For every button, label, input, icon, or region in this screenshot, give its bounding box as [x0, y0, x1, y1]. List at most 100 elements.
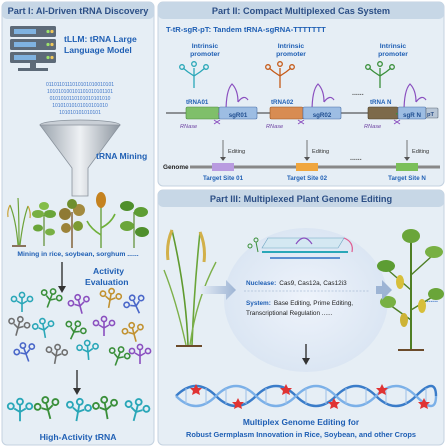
target-site-label: Target Site N — [388, 175, 426, 182]
tllm-label-line1: tLLM: tRNA Large — [64, 34, 137, 44]
trna-cloverleaf-icon — [179, 61, 209, 88]
rnase-scissor-icon — [297, 119, 305, 125]
promoter-labels: Intrinsic promoter Intrinsic promoter In… — [190, 43, 408, 58]
trna-cloverleaf-icon — [99, 287, 123, 309]
part2-panel: Part II: Compact Multiplexed Cas System … — [157, 1, 445, 187]
trna-cloverleaf-icon — [45, 343, 69, 365]
unit-ellipsis: ...... — [352, 90, 364, 97]
binary-row: 101010100101101010101101 — [47, 89, 113, 95]
crop-plants — [7, 192, 149, 248]
trna-cloverleaf-icon — [66, 397, 92, 422]
trna-cloverleaf-icon — [6, 397, 34, 422]
selection-arrow — [73, 370, 81, 395]
trna-cloverleaf-icon — [265, 61, 295, 88]
funnel-icon — [39, 119, 121, 197]
cas-complex-icon — [247, 237, 353, 259]
editing-targets: Genome Editing Editing Editing Target Si… — [163, 140, 440, 182]
trna-label: tRNA02 — [271, 99, 294, 106]
trna-cloverleaf-icon — [365, 61, 395, 88]
outcome-line2: Robust Germplasm Innovation in Rice, Soy… — [186, 430, 416, 439]
trna-sgrna-unit-1: tRNA01 sgR01 RNase — [179, 61, 258, 130]
editor-halo — [224, 228, 388, 372]
trna-cloverleaf-icon — [121, 321, 144, 342]
output-arrow — [376, 280, 392, 300]
tllm-label-line2: Language Model — [64, 45, 132, 55]
system-text-2: Transcriptional Regulation ...... — [246, 310, 333, 317]
system-label: System: — [246, 300, 271, 307]
construct-label: T-tR-sgR-pT: Tandem tRNA-sgRNA-TTTTTTT — [166, 25, 326, 34]
trna-cloverleaf-icon — [67, 293, 90, 314]
part2-title: Part II: Compact Multiplexed Cas System — [212, 6, 390, 16]
high-activity-label: High-Activity tRNA — [40, 432, 117, 442]
system-line: System:Base Editing, Prime Editing, — [246, 300, 353, 307]
nuclease-text: Cas9, Cas12a, Cas12i3 — [279, 280, 347, 287]
part3-title: Part III: Multiplexed Plant Genome Editi… — [210, 194, 392, 204]
promoter-label-2: promoter — [276, 51, 306, 58]
promoter-label-2: promoter — [190, 51, 220, 58]
binary-stream: 0110110111010101010010101 10101010010110… — [46, 82, 114, 116]
editing-label: Editing — [412, 149, 429, 155]
soybean-plant-icon — [377, 229, 444, 351]
rice-plant-icon — [163, 229, 217, 347]
trna-cloverleaf-icon — [123, 294, 145, 314]
part1-title: Part I: AI-Driven tRNA Discovery — [8, 6, 150, 16]
trna-label: tRNA01 — [186, 99, 209, 106]
trna-cloverleaf-icon — [128, 343, 152, 364]
trna-cloverleaf-icon — [10, 291, 34, 312]
outcome-line1: Multiplex Genome Editing for — [243, 417, 360, 427]
mining-caption: Mining in rice, soybean, sorghum ...... — [17, 251, 138, 258]
promoter-label-1: Intrinsic — [278, 43, 305, 50]
binary-row: 0101010110101010101010 — [50, 96, 111, 102]
binary-row: 10101010101010101010 — [52, 103, 108, 109]
rnase-scissor-icon — [213, 119, 221, 125]
editing-label: Editing — [312, 149, 329, 155]
part3-panel: Part III: Multiplexed Plant Genome Editi… — [157, 189, 445, 446]
trna-cloverleaf-icon — [33, 396, 60, 420]
trna-cloverleaf-icon — [124, 398, 151, 422]
trna-mining-label: tRNA Mining — [96, 151, 147, 161]
trna-cloverleaf-icon — [92, 315, 116, 336]
editing-label: Editing — [228, 149, 245, 155]
terminator-label: pT — [427, 112, 435, 118]
trna-cloverleaf-icon — [92, 395, 118, 420]
evaluation-arrow — [58, 262, 66, 293]
system-text-1: Base Editing, Prime Editing, — [274, 300, 353, 307]
promoter-label-2: promoter — [378, 51, 408, 58]
evaluation-label-line1: Activity — [93, 266, 124, 276]
nuclease-label: Nuclease: — [246, 280, 276, 287]
high-activity-trna-set — [6, 395, 151, 422]
rnase-label: RNase — [266, 124, 283, 130]
genome-label: Genome — [163, 164, 189, 171]
server-icon — [10, 26, 56, 71]
trna-sgrna-unit-2: tRNA02 sgR02 RNase — [265, 61, 342, 130]
part1-panel: Part I: AI-Driven tRNA Discovery tLLM: t… — [1, 1, 155, 446]
trna-cloverleaf-icon — [13, 342, 36, 362]
trna-cloverleaf-icon — [76, 339, 99, 361]
trna-cloverleaf-icon — [108, 346, 131, 366]
output-ellipsis: ...... — [426, 297, 438, 304]
target-site-label: Target Site 01 — [203, 175, 244, 182]
trna-cloverleaf-icon — [8, 315, 31, 336]
binary-row: 101010101010101 — [59, 110, 101, 116]
mature-soybean-icon — [59, 199, 85, 248]
nuclease-line: Nuclease:Cas9, Cas12a, Cas12i3 — [246, 280, 347, 287]
trna-cloverleaf-icon — [31, 317, 55, 339]
sgrna-label: sgR02 — [313, 112, 332, 119]
rice-plant-icon — [7, 197, 31, 247]
editing-arrow — [302, 344, 310, 365]
soybean-plant-icon — [32, 202, 56, 246]
target-ellipsis: ...... — [350, 155, 362, 162]
rnase-label: RNase — [364, 124, 381, 130]
trna-cloverleaf-icon — [65, 320, 87, 340]
rnase-scissor-icon — [393, 119, 401, 125]
sgrna-label: sgR01 — [229, 112, 248, 119]
trna-library — [8, 287, 152, 366]
input-arrow — [200, 280, 236, 300]
sgrna-label: sgR N — [403, 112, 421, 119]
rnase-label: RNase — [180, 124, 197, 130]
target-site-label: Target Site 02 — [287, 175, 328, 182]
edit-site-markers — [190, 384, 430, 409]
binary-row: 0110110111010101010010101 — [46, 82, 114, 88]
evaluation-label-line2: Evaluation — [85, 277, 128, 287]
